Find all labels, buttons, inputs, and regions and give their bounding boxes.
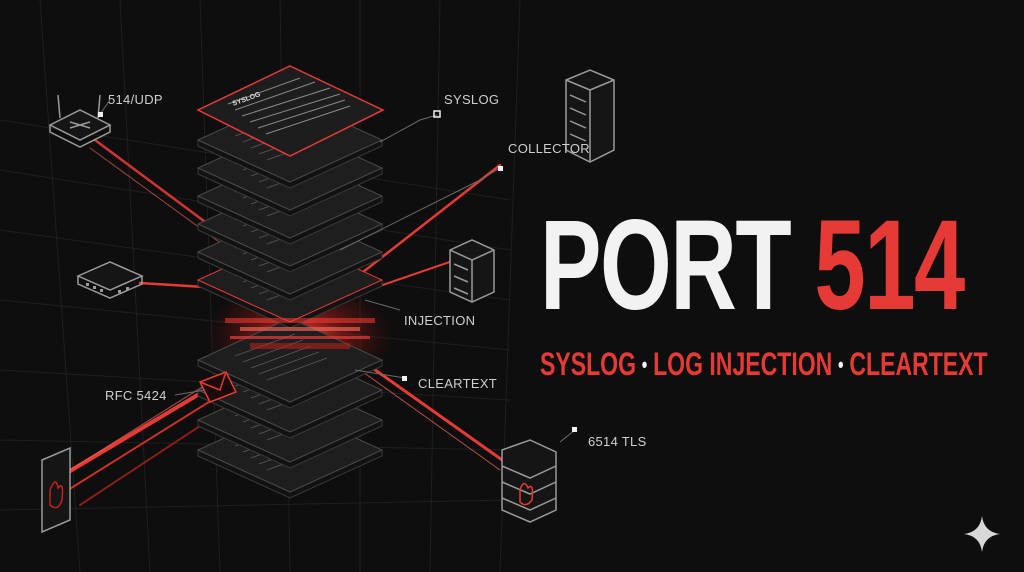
label-udp: 514/UDP <box>108 92 163 107</box>
log-card-stack <box>196 97 384 499</box>
callout-markers <box>98 110 577 432</box>
page-title: PORT 514 <box>540 194 965 337</box>
label-injection: INJECTION <box>404 313 476 328</box>
subtitle-item-cleartext: CLEARTEXT <box>849 346 988 382</box>
subtitle-item-log-injection: LOG INJECTION <box>653 346 833 382</box>
label-rfc: RFC 5424 <box>105 388 167 403</box>
server-rack-icon-small <box>449 239 495 303</box>
envelope-icon <box>198 371 238 403</box>
sparkle-icon <box>964 516 1000 552</box>
subtitle-separator: • <box>838 352 844 377</box>
router-icon <box>48 94 112 148</box>
subtitle-separator: • <box>641 352 648 377</box>
server-rack-icon <box>565 69 615 163</box>
top-log-card <box>196 65 385 157</box>
label-cleartext: CLEARTEXT <box>418 376 498 391</box>
switch-icon <box>76 261 144 299</box>
firewall-brick-icon <box>501 439 557 523</box>
label-syslog: SYSLOG <box>444 92 500 107</box>
label-tls: 6514 TLS <box>588 434 647 449</box>
subtitle-item-syslog: SYSLOG <box>540 346 637 382</box>
subtitle: SYSLOG•LOG INJECTION•CLEARTEXT <box>540 346 988 383</box>
title-number: 514 <box>814 194 965 337</box>
firewall-icon <box>41 446 71 534</box>
glitch-effect <box>225 318 375 349</box>
label-collector: COLLECTOR <box>508 141 590 156</box>
title-word: PORT <box>540 194 792 337</box>
